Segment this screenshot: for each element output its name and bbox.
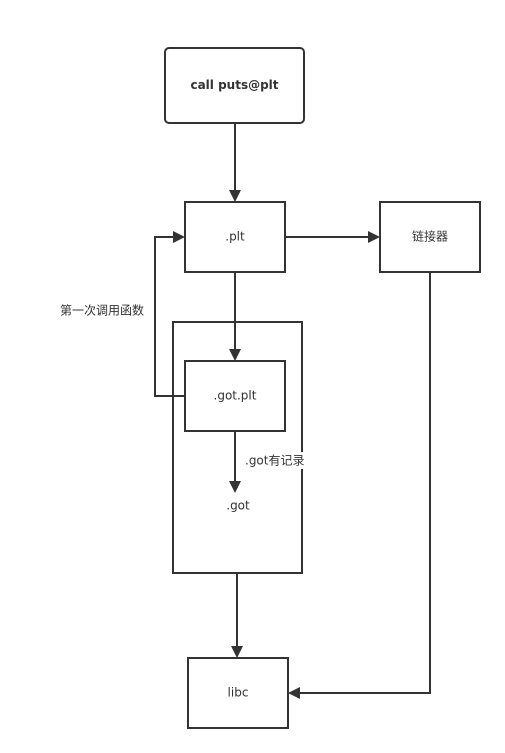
edge-label-got-recorded-bg xyxy=(242,452,306,469)
edge-label-got-recorded: .got有记录 xyxy=(245,454,304,468)
edge-label-first-call: 第一次调用函数 xyxy=(60,303,144,318)
node-got-plt-label: .got.plt xyxy=(214,389,257,403)
arrowhead-linker-to-libc xyxy=(288,687,300,699)
arrowhead-plt-to-gotplt xyxy=(229,349,241,361)
node-got-plt: .got.plt xyxy=(184,360,286,432)
arrowhead-gotplt-to-got xyxy=(229,481,241,493)
node-libc-label: libc xyxy=(228,686,249,700)
arrowhead-container-to-libc xyxy=(231,646,243,658)
got-container-box xyxy=(172,321,303,574)
node-got: .got xyxy=(226,499,250,513)
node-linker: 链接器 xyxy=(379,201,481,273)
node-plt: .plt xyxy=(184,201,286,273)
node-linker-label: 链接器 xyxy=(412,229,448,244)
edge-gotplt-to-plt xyxy=(154,236,185,397)
node-plt-label: .plt xyxy=(225,230,245,244)
node-call-puts-label: call puts@plt xyxy=(190,78,278,92)
arrowhead-call-to-plt xyxy=(229,190,241,202)
edge-linker-to-libc xyxy=(298,272,431,694)
arrowhead-plt-to-linker xyxy=(368,231,380,243)
arrowhead-gotplt-to-plt xyxy=(173,231,185,243)
node-call-puts: call puts@plt xyxy=(164,47,305,124)
node-libc: libc xyxy=(187,657,289,729)
node-got-label: .got xyxy=(226,499,250,513)
